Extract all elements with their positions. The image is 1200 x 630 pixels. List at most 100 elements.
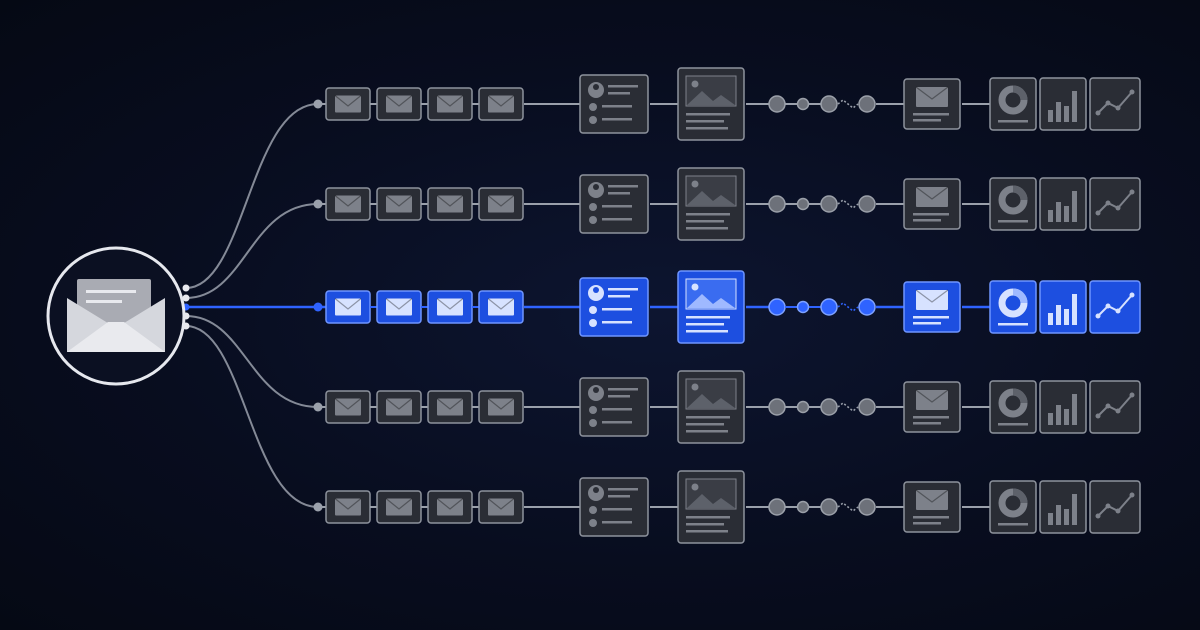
envelope-icon [915, 186, 949, 207]
envelope-icon [334, 95, 362, 113]
bar-chart-tile [1039, 77, 1087, 131]
contact-list-card [579, 277, 649, 337]
image-document-icon [685, 278, 737, 333]
row-1 [322, 67, 1141, 141]
envelope-icon [334, 498, 362, 516]
workflow-node [768, 195, 786, 213]
content-document-card [677, 470, 745, 544]
bar-chart-tile [1039, 480, 1087, 534]
contact-list-card [579, 477, 649, 537]
workflow-node [796, 400, 810, 414]
donut-chart-icon [998, 185, 1028, 223]
contact-list-icon [588, 182, 638, 224]
contact-list-card [579, 174, 649, 234]
email-sequence [325, 87, 524, 121]
row-start-dot [313, 402, 323, 412]
connector-row-5 [182, 322, 323, 512]
workflow-node [858, 95, 876, 113]
row-5 [322, 470, 1141, 544]
line-chart-tile [1089, 177, 1141, 231]
node-chain-icon [768, 298, 876, 316]
envelope-icon [385, 95, 413, 113]
email-send-card [903, 381, 961, 433]
envelope-icon [487, 298, 515, 316]
workflow-node [820, 398, 838, 416]
donut-chart-icon [998, 388, 1028, 426]
analytics-group [989, 280, 1141, 334]
connector-curve [185, 103, 319, 289]
envelope-icon [385, 398, 413, 416]
row-4 [322, 370, 1141, 444]
source-node [46, 246, 186, 386]
analytics-group [989, 77, 1141, 131]
contact-list-tile [579, 477, 649, 537]
envelope-icon [487, 195, 515, 213]
analytics-group [989, 380, 1141, 434]
donut-chart-icon [998, 85, 1028, 123]
contact-list-tile [579, 174, 649, 234]
contact-list-card [579, 377, 649, 437]
workflow-node [858, 298, 876, 316]
image-document-icon [685, 175, 737, 230]
envelope-icon [487, 95, 515, 113]
donut-tile [989, 280, 1037, 334]
bar-chart-icon [1048, 191, 1077, 222]
workflow-node [858, 498, 876, 516]
row-start-dot [313, 99, 323, 109]
workflow-node [768, 95, 786, 113]
contact-list-icon [588, 485, 638, 527]
content-document-card [677, 370, 745, 444]
donut-chart-icon [998, 288, 1028, 326]
line-chart-icon [1095, 89, 1135, 116]
donut-tile [989, 380, 1037, 434]
email-send-card [903, 78, 961, 130]
email-send-card [903, 481, 961, 533]
donut-tile [989, 77, 1037, 131]
envelope-icon [436, 398, 464, 416]
envelope-icon [915, 86, 949, 107]
email-sequence [325, 290, 524, 324]
workflow-node [858, 195, 876, 213]
envelope-icon [334, 298, 362, 316]
workflow-node [796, 197, 810, 211]
content-document-card [677, 67, 745, 141]
contact-list-tile [579, 377, 649, 437]
content-document-card [677, 270, 745, 344]
line-chart-icon [1095, 492, 1135, 519]
donut-chart-icon [998, 488, 1028, 526]
contact-list-icon [588, 285, 638, 327]
bar-chart-tile [1039, 177, 1087, 231]
workflow-node [796, 97, 810, 111]
content-document-card [677, 167, 745, 241]
email-sequence [325, 490, 524, 524]
line-chart-icon [1095, 392, 1135, 419]
connector-row-4 [182, 312, 323, 412]
connector-curve [185, 315, 319, 408]
email-sequence [325, 390, 524, 424]
row-start-dot [313, 502, 323, 512]
bar-chart-tile [1039, 380, 1087, 434]
row-start-dot [313, 302, 323, 312]
line-chart-tile [1089, 77, 1141, 131]
line-chart-icon [1095, 189, 1135, 216]
connector-curve [185, 325, 319, 508]
line-chart-tile [1089, 280, 1141, 334]
connector-row-2 [182, 199, 323, 302]
envelope-icon [385, 498, 413, 516]
fan-dot [182, 294, 190, 302]
node-chain-icon [768, 398, 876, 416]
envelope-icon [915, 489, 949, 510]
row-3 [322, 270, 1141, 344]
image-document-icon [685, 75, 737, 130]
envelope-icon [334, 195, 362, 213]
envelope-icon [385, 298, 413, 316]
donut-tile [989, 177, 1037, 231]
line-chart-tile [1089, 480, 1141, 534]
workflow-node [820, 298, 838, 316]
envelope-icon [487, 498, 515, 516]
email-sequence [325, 187, 524, 221]
envelope-icon [385, 195, 413, 213]
contact-list-tile [579, 74, 649, 134]
image-document-icon [685, 378, 737, 433]
